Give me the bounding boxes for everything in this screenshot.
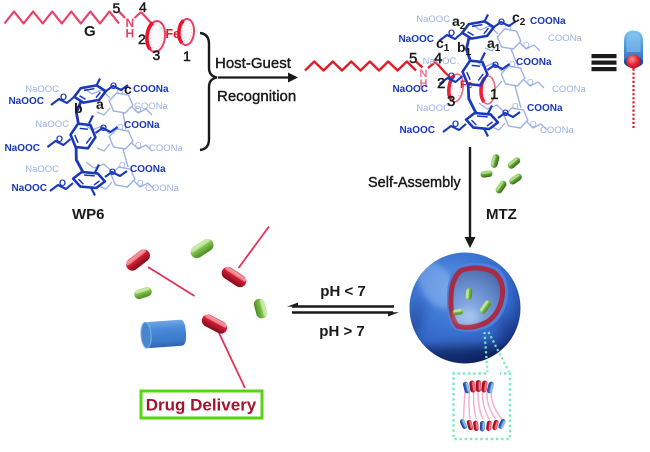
svg-text:O: O: [60, 92, 67, 102]
svg-text:O: O: [56, 134, 63, 144]
svg-text:Self-Assembly: Self-Assembly: [368, 175, 461, 191]
svg-text:NaOOC: NaOOC: [416, 14, 450, 25]
svg-text:4: 4: [434, 50, 442, 67]
svg-text:NaOOC.: NaOOC.: [423, 56, 459, 67]
svg-text:NaOOC: NaOOC: [398, 34, 434, 45]
svg-text:NaOOC: NaOOC: [35, 119, 69, 130]
svg-text:O: O: [117, 122, 124, 132]
svg-text:O: O: [452, 119, 459, 129]
svg-text:Host-Guest: Host-Guest: [215, 55, 292, 72]
svg-text:H: H: [420, 78, 428, 90]
svg-text:COONa: COONa: [548, 33, 583, 44]
svg-text:2: 2: [138, 31, 146, 47]
svg-text:COONa: COONa: [133, 84, 169, 95]
svg-text:1: 1: [490, 86, 498, 103]
svg-text:O: O: [119, 160, 126, 170]
svg-text:4: 4: [139, 0, 147, 15]
svg-text:O: O: [492, 60, 499, 70]
svg-text:5: 5: [113, 0, 121, 16]
svg-text:O: O: [117, 86, 124, 96]
svg-text:COONa: COONa: [124, 120, 160, 131]
svg-text:NaOOC: NaOOC: [4, 143, 40, 154]
svg-text:1: 1: [183, 48, 191, 64]
svg-text:O: O: [135, 104, 142, 114]
svg-text:COONa: COONa: [516, 57, 552, 68]
svg-text:O: O: [509, 59, 516, 69]
svg-text:COONa: COONa: [552, 84, 587, 95]
svg-text:O: O: [502, 108, 509, 118]
svg-text:5: 5: [409, 50, 417, 67]
svg-text:pH > 7: pH > 7: [319, 323, 364, 340]
svg-text:Fe: Fe: [166, 27, 181, 41]
svg-text:NaOOC: NaOOC: [392, 84, 428, 95]
svg-text:b: b: [74, 100, 83, 116]
svg-text:H: H: [126, 27, 135, 41]
svg-text:3: 3: [153, 47, 161, 63]
svg-text:COONa: COONa: [134, 101, 169, 112]
svg-text:NaOOC: NaOOC: [8, 96, 44, 107]
svg-text:COONa: COONa: [149, 143, 184, 154]
svg-text:O: O: [505, 22, 512, 32]
svg-text:NaOOC: NaOOC: [25, 84, 59, 95]
svg-text:O: O: [527, 77, 534, 87]
svg-text:COONa: COONa: [130, 164, 166, 175]
svg-text:NaOOC: NaOOC: [399, 125, 435, 136]
svg-text:NaOOC: NaOOC: [11, 183, 47, 194]
svg-text:O: O: [523, 40, 530, 50]
svg-text:pH < 7: pH < 7: [320, 283, 365, 300]
svg-text:O: O: [498, 17, 505, 27]
svg-text:O: O: [137, 178, 144, 188]
svg-text:Recognition: Recognition: [217, 88, 296, 105]
svg-text:MTZ: MTZ: [486, 206, 517, 223]
svg-text:c2: c2: [512, 9, 526, 28]
svg-text:WP6: WP6: [72, 206, 105, 223]
svg-text:O: O: [110, 81, 117, 91]
svg-text:O: O: [448, 71, 455, 81]
svg-text:O: O: [448, 28, 455, 38]
svg-text:3: 3: [447, 93, 455, 110]
svg-text:a: a: [96, 96, 104, 112]
svg-text:NaOOC: NaOOC: [25, 164, 59, 175]
svg-text:O: O: [512, 101, 519, 111]
svg-text:a1: a1: [487, 35, 501, 54]
svg-text:O: O: [530, 119, 537, 129]
svg-text:O: O: [59, 178, 66, 188]
svg-text:G: G: [84, 23, 96, 40]
svg-text:NaOOC: NaOOC: [416, 103, 450, 114]
svg-text:COONa: COONa: [527, 103, 563, 114]
svg-text:COONa: COONa: [530, 16, 566, 27]
svg-text:O: O: [135, 140, 142, 150]
svg-text:COONa: COONa: [540, 125, 575, 136]
svg-text:COONa: COONa: [145, 183, 180, 194]
svg-text:N: N: [126, 16, 135, 30]
svg-text:O: O: [109, 167, 116, 177]
svg-text:N: N: [420, 68, 428, 80]
svg-text:c: c: [124, 81, 132, 97]
svg-text:O: O: [100, 123, 107, 133]
svg-text:2: 2: [437, 75, 445, 92]
svg-text:Drug Delivery: Drug Delivery: [146, 396, 257, 415]
